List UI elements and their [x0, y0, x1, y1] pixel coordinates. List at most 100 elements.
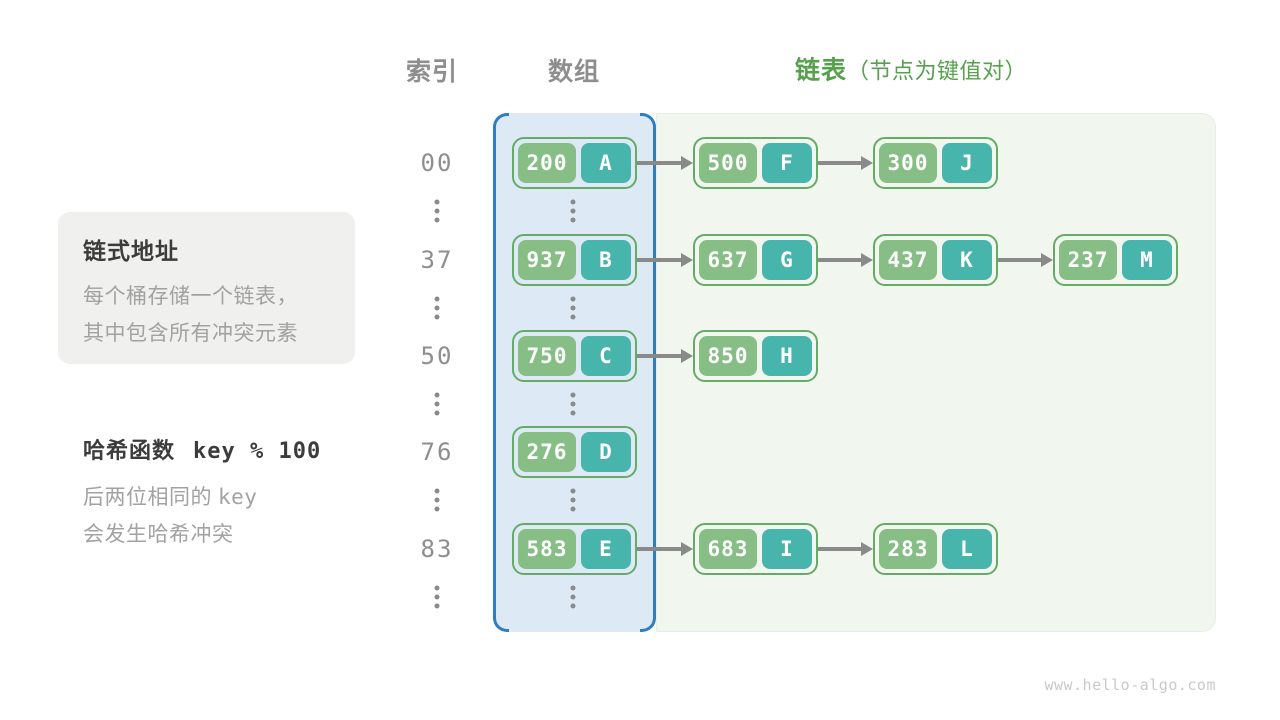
ellipsis-dots	[434, 488, 440, 512]
value-cell: K	[942, 240, 992, 280]
dot	[434, 314, 440, 320]
dot	[570, 217, 576, 223]
value-cell: L	[942, 529, 992, 569]
next-pointer-arrow	[818, 547, 861, 551]
dot	[434, 296, 440, 302]
dot	[434, 497, 440, 503]
chaining-note-line1: 每个桶存储一个链表，	[83, 284, 298, 308]
next-pointer-arrow	[818, 258, 861, 262]
hash-function-title: 哈希函数 key % 100	[83, 433, 321, 465]
value-cell: E	[581, 529, 631, 569]
hash-function-title-text: 哈希函数	[83, 439, 176, 464]
next-pointer-arrow	[998, 258, 1041, 262]
array-column-header: 数组	[547, 57, 601, 86]
dot	[570, 392, 576, 398]
next-pointer-arrow	[637, 161, 681, 165]
hash-function-code: key % 100	[193, 439, 322, 464]
value-cell: J	[942, 143, 992, 183]
value-cell: B	[581, 240, 631, 280]
ellipsis-dots	[570, 488, 576, 512]
hash-function-line2: 会发生哈希冲突	[83, 522, 234, 546]
ellipsis-dots	[434, 296, 440, 320]
dot	[434, 585, 440, 591]
row-index-label: 50	[420, 342, 454, 370]
value-cell: D	[581, 432, 631, 472]
dot	[570, 594, 576, 600]
index-column-header: 索引	[405, 57, 459, 86]
chaining-note-body: 每个桶存储一个链表， 其中包含所有冲突元素	[83, 278, 355, 352]
key-cell: 437	[879, 240, 937, 280]
hash-function-line1-code: key	[218, 485, 258, 509]
dot	[570, 208, 576, 214]
dot	[434, 506, 440, 512]
key-cell: 637	[699, 240, 757, 280]
dot	[570, 497, 576, 503]
array-right-bracket	[640, 113, 656, 632]
array-left-bracket	[493, 113, 509, 632]
key-cell: 683	[699, 529, 757, 569]
key-cell: 500	[699, 143, 757, 183]
dot	[434, 208, 440, 214]
next-pointer-arrow	[637, 547, 681, 551]
dot	[434, 401, 440, 407]
row-index-label: 83	[420, 535, 454, 563]
dot	[570, 585, 576, 591]
dot	[570, 410, 576, 416]
ellipsis-dots	[434, 392, 440, 416]
value-cell: M	[1122, 240, 1172, 280]
ellipsis-dots	[570, 199, 576, 223]
key-cell: 200	[518, 143, 576, 183]
ellipsis-dots	[434, 199, 440, 223]
value-cell: C	[581, 336, 631, 376]
dot	[434, 410, 440, 416]
value-cell: G	[762, 240, 812, 280]
dot	[570, 305, 576, 311]
ellipsis-dots	[570, 392, 576, 416]
next-pointer-arrow	[637, 354, 681, 358]
key-cell: 237	[1059, 240, 1117, 280]
value-cell: I	[762, 529, 812, 569]
next-pointer-arrow	[818, 161, 861, 165]
chaining-note-box: 链式地址 每个桶存储一个链表， 其中包含所有冲突元素	[58, 212, 355, 364]
dot	[434, 305, 440, 311]
dot	[434, 603, 440, 609]
key-cell: 583	[518, 529, 576, 569]
chaining-note-title: 链式地址	[83, 239, 179, 265]
linked-list-header: 链表（节点为键值对）	[795, 51, 1027, 87]
row-index-label: 00	[420, 149, 454, 177]
next-pointer-arrow	[637, 258, 681, 262]
linked-list-header-label: 链表	[795, 55, 848, 85]
dot	[570, 314, 576, 320]
dot	[434, 392, 440, 398]
linked-list-header-note: （节点为键值对）	[847, 59, 1028, 85]
dot	[570, 199, 576, 205]
key-cell: 850	[699, 336, 757, 376]
ellipsis-dots	[434, 585, 440, 609]
key-cell: 276	[518, 432, 576, 472]
dot	[434, 217, 440, 223]
row-index-label: 76	[420, 438, 454, 466]
dot	[434, 199, 440, 205]
dot	[570, 603, 576, 609]
dot	[434, 488, 440, 494]
value-cell: F	[762, 143, 812, 183]
row-index-label: 37	[420, 246, 454, 274]
dot	[570, 506, 576, 512]
ellipsis-dots	[570, 296, 576, 320]
dot	[570, 401, 576, 407]
